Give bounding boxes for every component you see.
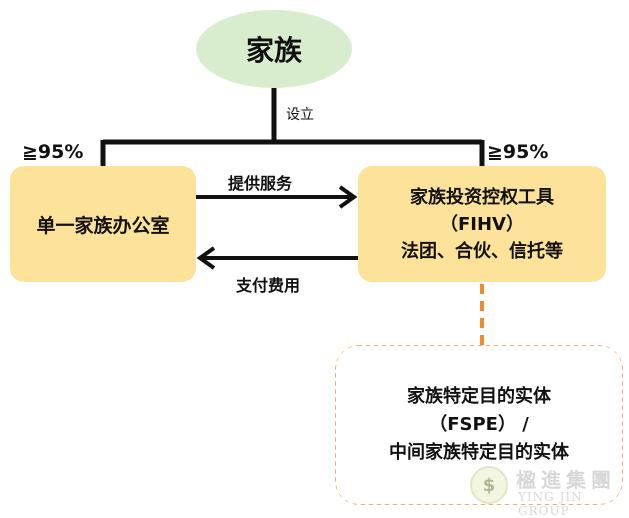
fihv-line-3: 法团、合伙、信托等 <box>401 240 563 262</box>
fihv-node: 家族投资控权工具 （FIHV） 法团、合伙、信托等 <box>358 166 606 282</box>
pay-fees-arrowhead <box>196 246 216 270</box>
single-family-office-node: 单一家族办公室 <box>10 166 196 282</box>
provide-services-label: 提供服务 <box>228 174 293 193</box>
watermark: $ 楹進集團 YING JIN GROUP <box>470 462 620 518</box>
provide-services-arrowhead <box>338 185 358 209</box>
fihv-line-2: （FIHV） <box>440 213 524 235</box>
family-node: 家族 <box>196 10 352 88</box>
watermark-logo-icon: $ <box>470 466 508 504</box>
office-ownership-percent: ≧95% <box>22 141 84 163</box>
fihv-ownership-percent: ≧95% <box>487 141 549 163</box>
fspe-line-1: 家族特定目的实体 <box>407 386 551 407</box>
fspe-line-3: 中间家族特定目的实体 <box>389 442 569 463</box>
fihv-line-1: 家族投资控权工具 <box>410 186 554 208</box>
family-node-label: 家族 <box>245 34 302 67</box>
single-family-office-label: 单一家族办公室 <box>36 214 170 237</box>
setup-label: 设立 <box>286 107 314 123</box>
fspe-line-2: （FSPE） / <box>429 414 529 435</box>
watermark-name-cn: 楹進集團 <box>516 468 616 492</box>
pay-fees-label: 支付费用 <box>236 276 301 295</box>
